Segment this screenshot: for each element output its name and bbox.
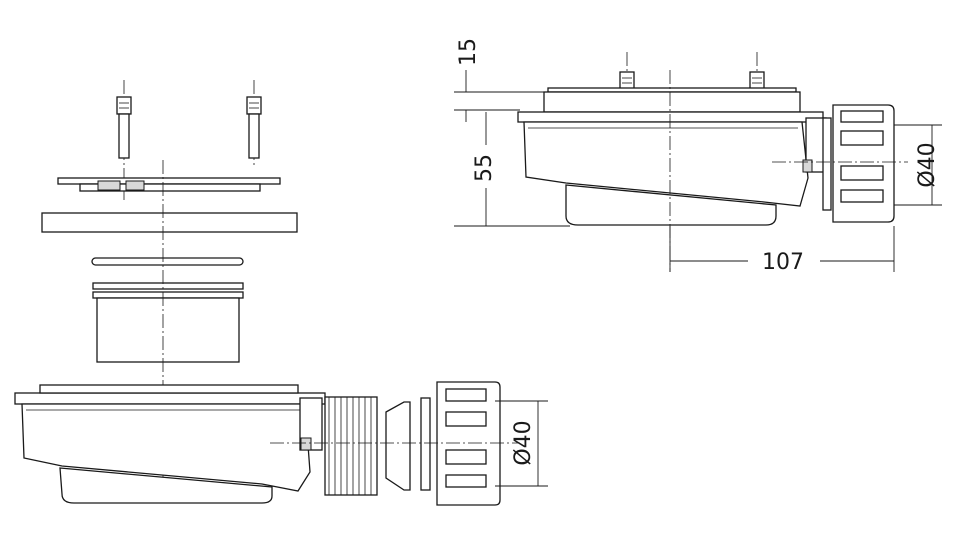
side-view: 15 55 107 Ø40 (454, 38, 942, 275)
flat-seal-ring (420, 397, 431, 491)
drain-body (14, 384, 326, 504)
flat-gasket (41, 212, 298, 233)
side-union-nut (832, 104, 895, 223)
union-nut (436, 381, 501, 506)
width-dimension: 107 (669, 226, 895, 275)
top-height-label: 15 (456, 38, 481, 66)
o-ring (91, 257, 244, 266)
width-label: 107 (762, 250, 804, 275)
conical-seal (385, 401, 411, 491)
exploded-outlet-diameter-label: Ø40 (511, 420, 536, 465)
top-height-dimension: 15 (454, 38, 548, 122)
exploded-outlet-diameter-dimension: Ø40 (495, 400, 548, 487)
exploded-view: Ø40 (14, 80, 548, 506)
body-height-label: 55 (472, 154, 497, 182)
screw-right (246, 80, 262, 165)
side-outlet-diameter-dimension: Ø40 (894, 124, 942, 206)
cover-plate (57, 177, 281, 192)
side-drain-body (517, 87, 832, 226)
threaded-outlet (324, 396, 378, 496)
clamping-sleeve (92, 282, 244, 363)
side-outlet-diameter-label: Ø40 (915, 142, 940, 187)
body-height-dimension: 55 (454, 112, 570, 227)
